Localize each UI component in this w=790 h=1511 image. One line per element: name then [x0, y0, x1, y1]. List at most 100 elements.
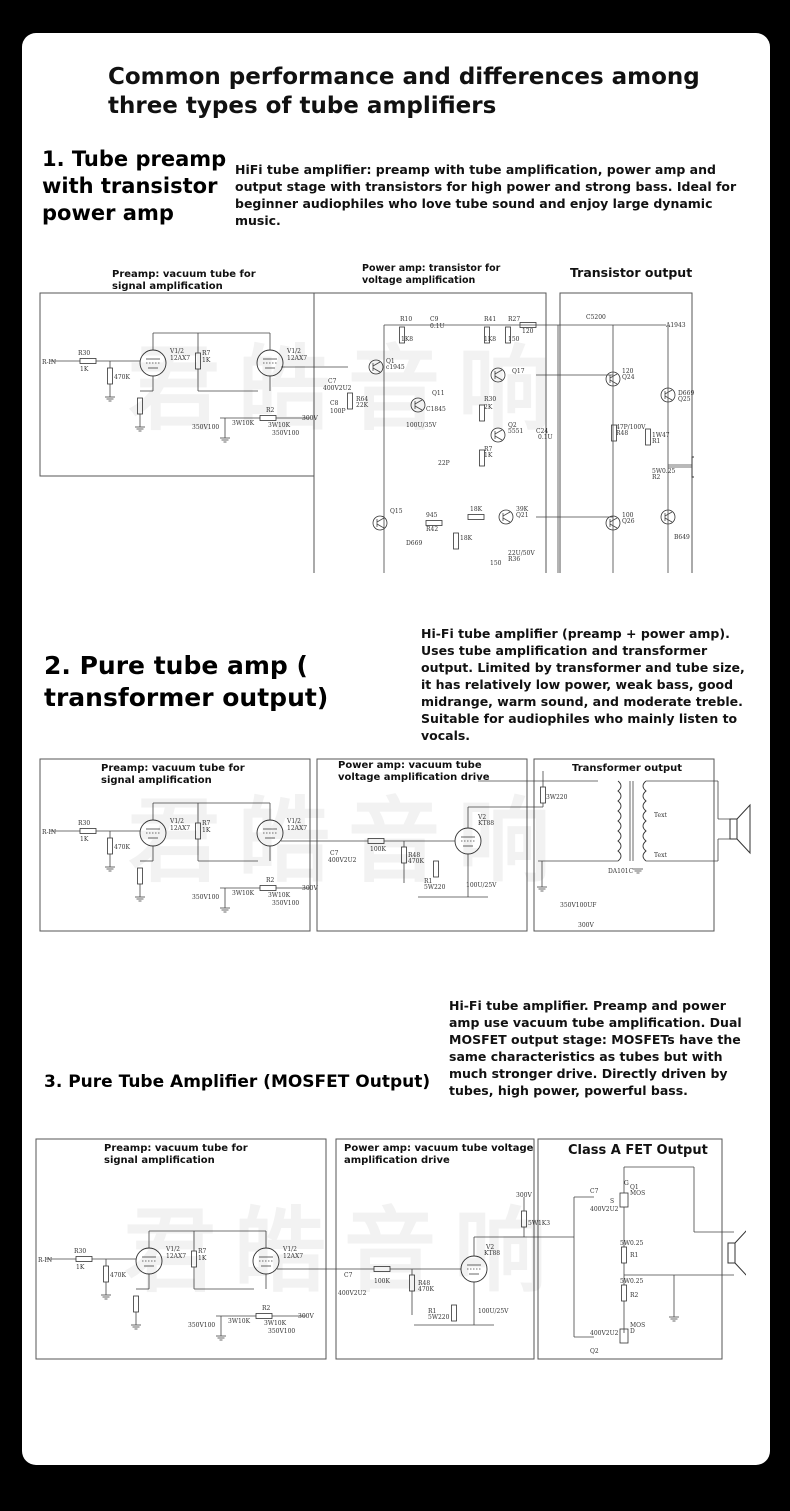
component-label: V1/2: [286, 818, 301, 825]
component-label: 5551: [508, 428, 523, 435]
component-label: V1/2: [286, 348, 301, 355]
resistor: [195, 822, 201, 840]
component-label: R64: [356, 396, 368, 403]
component-label: 120: [522, 328, 534, 335]
wire: [502, 511, 511, 517]
component-label: 400V2U2: [323, 385, 352, 392]
component-label: 3W10K: [268, 422, 291, 429]
schematic-2: R-INR301K470KV1/212AX7R71KV1/212AX7R23W1…: [39, 758, 751, 932]
component-label: C8: [330, 400, 339, 407]
output-label: Transistor output: [570, 265, 693, 280]
component-label: 470K: [114, 374, 130, 381]
component-label: 470K: [114, 844, 130, 851]
component-label: D: [630, 1328, 635, 1335]
resistor: [479, 449, 485, 467]
component-label: R-IN: [42, 359, 56, 366]
component-label: 300V: [298, 1313, 314, 1320]
component-label: 12AX7: [287, 825, 307, 832]
preamp-label: Preamp: vacuum tube for signal amplifica…: [112, 269, 256, 292]
resistor: [195, 352, 201, 370]
resistor: [347, 392, 353, 410]
resistor: [259, 415, 277, 421]
component-label: Q21: [516, 512, 529, 519]
component-label: R2: [266, 877, 275, 884]
component-label: 18K: [470, 506, 483, 513]
resistor: [367, 838, 385, 844]
output-label: Transformer output: [572, 763, 683, 774]
component-label: 3W10K: [232, 890, 255, 897]
component-label: R2: [262, 1305, 271, 1312]
component-label: C5200: [586, 314, 606, 321]
component-label: 2K: [484, 404, 493, 411]
wire: [372, 361, 381, 367]
component-label: Q11: [432, 390, 445, 397]
component-label: 22K: [356, 402, 369, 409]
stage-box: [537, 1138, 723, 1360]
resistor: [505, 326, 511, 344]
wire: [494, 435, 503, 441]
component-label: R1: [652, 438, 660, 445]
wire: [502, 517, 511, 523]
stage-box: [533, 758, 715, 932]
transistor: [372, 515, 388, 531]
wire: [414, 405, 423, 411]
component-label: C7: [328, 378, 337, 385]
component-label: 39K: [516, 506, 529, 513]
content-card: Common performance and differences among…: [22, 33, 770, 1465]
component-label: 0.1U: [430, 323, 445, 330]
component-label: C7: [344, 1272, 353, 1279]
component-label: R2: [630, 1292, 639, 1299]
component-label: V2: [485, 1244, 494, 1251]
component-label: C7: [330, 850, 339, 857]
component-label: 350V100: [192, 894, 219, 901]
component-label: R48: [418, 1280, 430, 1287]
component-label: 300V: [578, 922, 594, 929]
component-label: 3W220: [546, 794, 568, 801]
component-label: MOS: [630, 1190, 645, 1197]
transistor: [410, 397, 426, 413]
resistor: [645, 428, 651, 446]
component-label: 350V100UF: [560, 902, 596, 909]
wire: [494, 369, 503, 375]
mosfet: [619, 1192, 629, 1208]
transistor: [490, 367, 506, 383]
component-label: 5W0.25: [620, 1278, 644, 1285]
component-label: MOS: [630, 1322, 645, 1329]
resistor: [399, 326, 405, 344]
resistor: [453, 532, 459, 550]
component-label: 400V2U2: [338, 1290, 367, 1297]
component-label: V1/2: [282, 1246, 297, 1253]
component-label: 350V100: [188, 1322, 215, 1329]
component-label: 1K: [80, 366, 89, 373]
transistor: [498, 509, 514, 525]
component-label: c1945: [386, 364, 405, 371]
resistor: [484, 326, 490, 344]
wire: [664, 389, 673, 395]
resistor: [521, 1210, 527, 1228]
component-label: R-IN: [38, 1257, 52, 1264]
stage-box: [39, 758, 311, 932]
resistor: [611, 424, 617, 442]
component-label: 1K: [80, 836, 89, 843]
component-label: 1K: [202, 827, 211, 834]
component-label: 1W47: [652, 432, 670, 439]
resistor: [103, 1265, 109, 1283]
component-label: 300V: [302, 415, 318, 422]
speaker-magnet: [727, 1242, 736, 1264]
wire: [664, 517, 673, 523]
component-label: R30: [484, 396, 496, 403]
component-label: 100U/25V: [466, 882, 497, 889]
resistor: [259, 885, 277, 891]
component-label: R30: [78, 350, 90, 357]
wire: [494, 429, 503, 435]
wire: [609, 523, 618, 529]
resistor: [540, 786, 546, 804]
wire: [609, 373, 618, 379]
resistor: [433, 860, 439, 878]
component-label: 100: [622, 512, 634, 519]
section-1-description: HiFi tube amplifier: preamp with tube am…: [235, 162, 737, 228]
component-label: 400V2U2: [590, 1206, 619, 1213]
component-label: Q2: [590, 1348, 599, 1355]
